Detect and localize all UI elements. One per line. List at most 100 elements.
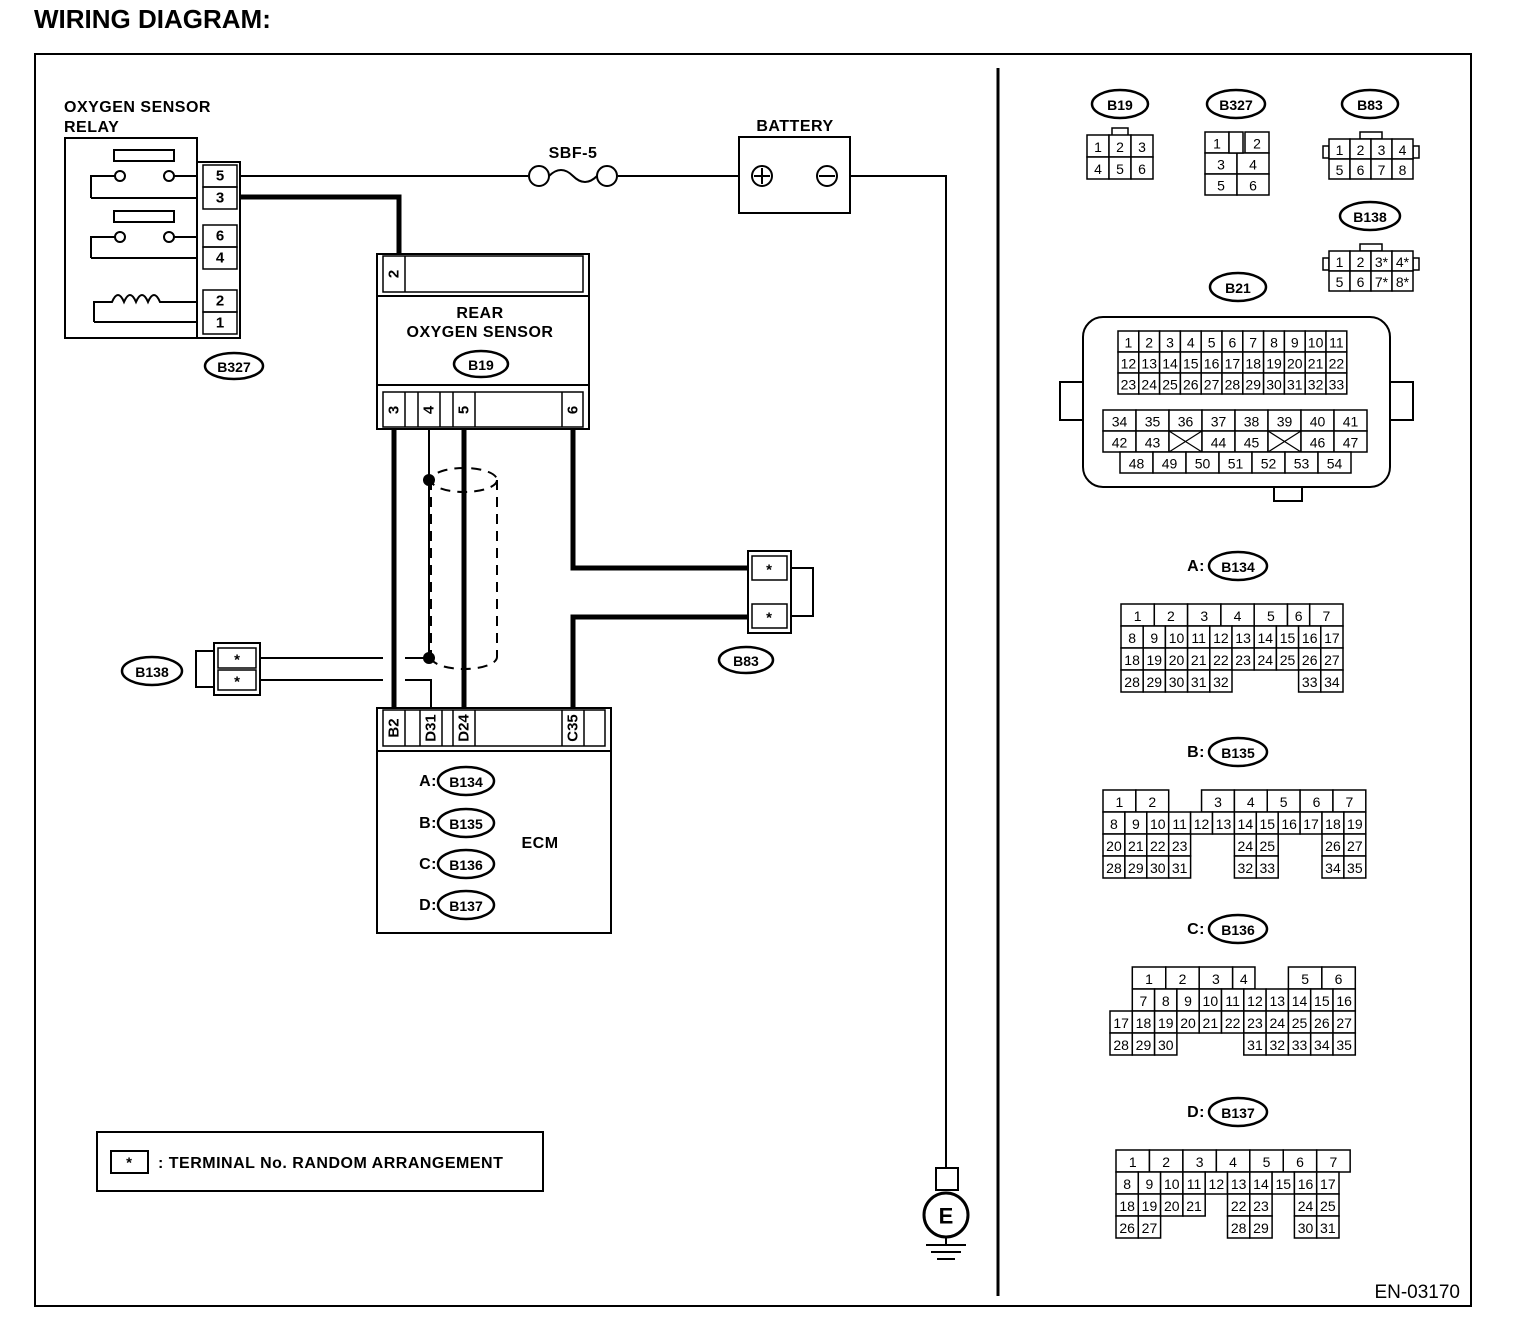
pin-number: 15	[1275, 1176, 1291, 1192]
svg-text:A:: A:	[419, 773, 437, 790]
relay-pin-5: 5	[216, 168, 224, 185]
pin-number: 28	[1106, 860, 1122, 876]
pin-number: 8	[1110, 816, 1118, 832]
pin-number: 24	[1269, 1015, 1285, 1031]
pin-number: 8	[1128, 630, 1136, 646]
pin-number: 20	[1169, 652, 1185, 668]
relay-pin-3: 3	[216, 190, 224, 207]
wire-relay3-sensor2	[240, 194, 402, 255]
ground-symbol: E	[922, 1167, 970, 1260]
connector-tag-oval	[1207, 913, 1269, 945]
ecm-pin-c35: C35	[565, 714, 582, 742]
pin-number: 5	[1263, 1154, 1271, 1170]
pin-number: 2	[1167, 608, 1175, 624]
pin-number: 8	[1270, 335, 1278, 351]
pin-number: 1	[1094, 139, 1102, 155]
pin-number: 11	[1172, 816, 1187, 832]
pin-number: 17	[1113, 1015, 1129, 1031]
pin-number: 4*	[1396, 254, 1410, 270]
pin-number: 19	[1142, 1198, 1158, 1214]
sensor-label-line2: OXYGEN SENSOR	[407, 324, 554, 341]
b138-pin-1: *	[234, 652, 240, 669]
pin-number: 6	[1335, 971, 1343, 987]
pin-number: 28	[1225, 377, 1241, 393]
pin-number: 12	[1209, 1176, 1225, 1192]
pin-number: 29	[1147, 674, 1163, 690]
pin-number: 28	[1113, 1037, 1129, 1053]
pin-number: 23	[1121, 377, 1137, 393]
pin-number: 4	[1247, 794, 1255, 810]
pin-number: 6	[1249, 178, 1257, 194]
ecm-connector-d: B137	[449, 898, 483, 914]
pin-number: 44	[1211, 435, 1227, 451]
pin-number: 2	[1357, 254, 1365, 270]
sensor-pin-4: 4	[421, 405, 438, 414]
pin-number: 33	[1259, 860, 1275, 876]
pin-number: 11	[1225, 993, 1240, 1009]
pin-number: 10	[1308, 335, 1324, 351]
wire-battery-ground	[850, 175, 947, 1168]
pin-number: 15	[1259, 816, 1275, 832]
pin-number: 27	[1142, 1220, 1158, 1236]
relay-connector-tag: B327	[217, 359, 251, 375]
pin-number: 5	[1267, 608, 1275, 624]
connector-prefix: B:	[1187, 744, 1205, 761]
pin-number: 9	[1291, 335, 1299, 351]
pin-number: 16	[1336, 993, 1352, 1009]
relay-pin-1: 1	[216, 315, 224, 332]
pin-number: 7	[1249, 335, 1257, 351]
pin-cell	[1167, 855, 1192, 879]
wire-sensor6-b83	[570, 428, 750, 571]
connector-tag-label: B135	[1221, 745, 1255, 761]
pin-number: 13	[1235, 630, 1251, 646]
pin-number: 15	[1183, 356, 1199, 372]
pin-number: 20	[1180, 1015, 1196, 1031]
pin-number: 4	[1094, 161, 1102, 177]
connector-tag-oval	[1207, 550, 1269, 582]
pin-number: 31	[1247, 1037, 1263, 1053]
pin-number: 17	[1324, 630, 1340, 646]
pin-number: 8*	[1396, 274, 1410, 290]
pin-cell	[1391, 158, 1414, 180]
pin-number: 5	[1301, 971, 1309, 987]
pin-number: 6	[1357, 274, 1365, 290]
pin-number: 5	[1336, 162, 1344, 178]
pin-number: 18	[1325, 816, 1341, 832]
pin-number: 13	[1216, 816, 1232, 832]
pin-number: 33	[1292, 1037, 1308, 1053]
pin-cell	[1332, 1032, 1357, 1056]
pin-number: 39	[1277, 414, 1293, 430]
pin-number: 13	[1269, 993, 1285, 1009]
pin-number: 25	[1280, 652, 1296, 668]
connector-tag-label: B137	[1221, 1105, 1255, 1121]
pin-number: 21	[1308, 356, 1324, 372]
pin-number: 25	[1320, 1198, 1336, 1214]
pin-number: 29	[1253, 1220, 1269, 1236]
pin-number: 2	[1145, 335, 1153, 351]
pin-number: 18	[1136, 1015, 1152, 1031]
pin-number: 32	[1213, 674, 1229, 690]
pin-number: 22	[1150, 838, 1166, 854]
pin-number: 1	[1116, 794, 1124, 810]
wire-ecm-d31	[405, 679, 432, 708]
ecm-connector-c: B136	[449, 857, 483, 873]
ecm-connector-a: B134	[449, 774, 483, 790]
pin-number: 26	[1119, 1220, 1135, 1236]
pin-number: 30	[1266, 377, 1282, 393]
relay-coil-icon	[93, 294, 197, 323]
pin-number: 26	[1325, 838, 1341, 854]
connector-tag-oval	[1338, 200, 1402, 232]
pin-number: 1	[1213, 136, 1221, 152]
pin-number: 11	[1329, 335, 1344, 351]
pin-cell	[1317, 451, 1352, 474]
pin-number: 1	[1134, 608, 1142, 624]
ecm-pin-d31: D31	[423, 714, 440, 742]
pin-number: 33	[1329, 377, 1345, 393]
pin-number: 30	[1169, 674, 1185, 690]
pin-number: 24	[1298, 1198, 1314, 1214]
